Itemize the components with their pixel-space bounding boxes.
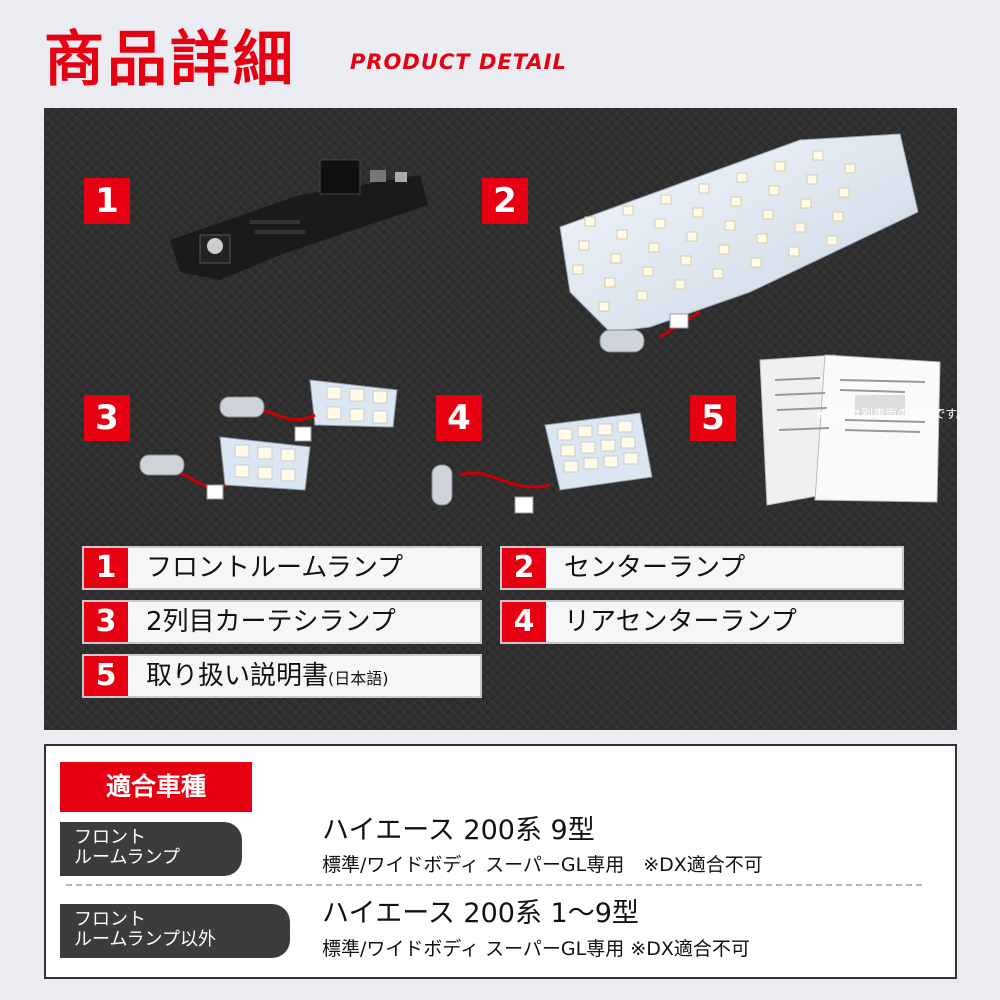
led-chip [698, 183, 710, 194]
list-item-label: リアセンターランプ [564, 607, 797, 637]
list-item-number: 1 [84, 548, 128, 588]
led-chip [642, 266, 654, 277]
led-chip [832, 211, 844, 222]
list-item: 5 取り扱い説明書(日本語) [82, 654, 482, 698]
led-chip [578, 240, 590, 251]
led-chip [648, 242, 660, 253]
rear-center-lamp-image [431, 412, 653, 514]
led-chip [750, 257, 762, 268]
list-item: 1 フロントルームランプ [82, 546, 482, 590]
center-lamp-led-panel-image [559, 133, 919, 353]
photo-number-2: 2 [482, 178, 528, 224]
instruction-manual-image [759, 354, 941, 506]
led-chip [572, 264, 584, 275]
led-chip [674, 279, 686, 290]
led-chip [712, 268, 724, 279]
compatibility-title: 適合車種 [60, 762, 252, 812]
led-chip [768, 185, 780, 196]
led-chip [692, 207, 704, 218]
led-chip [598, 301, 610, 312]
list-item-label-text: 取り扱い説明書 [146, 661, 329, 691]
led-chip [660, 194, 672, 205]
led-chip [788, 246, 800, 257]
compat-tag-line: ルームランプ以外 [74, 929, 217, 950]
front-room-lamp-circuit-image [170, 159, 428, 280]
compat-model: ハイエース 200系 1〜9型 [322, 898, 639, 929]
compat-spec: 標準/ワイドボディ スーパーGL専用 ※DX適合不可 [322, 854, 763, 876]
led-chip [756, 233, 768, 244]
led-chip [718, 244, 730, 255]
led-chip [610, 253, 622, 264]
led-chip [616, 229, 628, 240]
list-item: 3 2列目カーテシランプ [82, 600, 482, 644]
photo-number-1: 1 [84, 178, 130, 224]
photo-caption: ※写真は別車両のものです。 [815, 407, 968, 421]
compat-tag-line: フロント [74, 827, 146, 848]
compat-tag-line: ルームランプ [74, 847, 181, 868]
led-chip [774, 161, 786, 172]
photo-number-4: 4 [436, 395, 482, 441]
photo-number-3: 3 [84, 395, 130, 441]
list-item-label: 取り扱い説明書(日本語) [146, 656, 389, 699]
list-item-number: 5 [84, 656, 128, 696]
list-item-label: フロントルームランプ [146, 553, 404, 583]
page-title: 商品詳細 [44, 25, 296, 95]
led-chip [686, 231, 698, 242]
list-item-label: センターランプ [564, 553, 746, 583]
led-chip [584, 216, 596, 227]
led-chip [800, 198, 812, 209]
led-chip [724, 220, 736, 231]
led-chip [806, 174, 818, 185]
page-subtitle: PRODUCT DETAIL [350, 50, 567, 74]
photo-number-5: 5 [690, 395, 736, 441]
led-chip [654, 218, 666, 229]
list-item-number: 2 [502, 548, 546, 588]
list-item-number: 3 [84, 602, 128, 642]
led-chip [730, 196, 742, 207]
list-item-note: (日本語) [328, 669, 389, 688]
led-chip [736, 172, 748, 183]
led-chip [812, 150, 824, 161]
list-item: 4 リアセンターランプ [500, 600, 904, 644]
compat-tag-other: フロント ルームランプ以外 [60, 904, 290, 958]
compat-spec: 標準/ワイドボディ スーパーGL専用 ※DX適合不可 [322, 938, 750, 960]
led-chip [636, 290, 648, 301]
list-item-number: 4 [502, 602, 546, 642]
list-item: 2 センターランプ [500, 546, 904, 590]
led-chip [844, 163, 856, 174]
compat-tag-front: フロント ルームランプ [60, 822, 242, 876]
led-chip [762, 209, 774, 220]
led-chip [794, 222, 806, 233]
compat-model: ハイエース 200系 9型 [322, 815, 595, 846]
led-chip [680, 255, 692, 266]
led-chip [838, 187, 850, 198]
led-chip [622, 205, 634, 216]
compat-divider [66, 884, 922, 886]
list-item-label: 2列目カーテシランプ [146, 607, 396, 637]
curtsey-lamp-image [139, 379, 398, 500]
compat-tag-line: フロント [74, 909, 146, 930]
led-chip [826, 235, 838, 246]
led-chip [604, 277, 616, 288]
